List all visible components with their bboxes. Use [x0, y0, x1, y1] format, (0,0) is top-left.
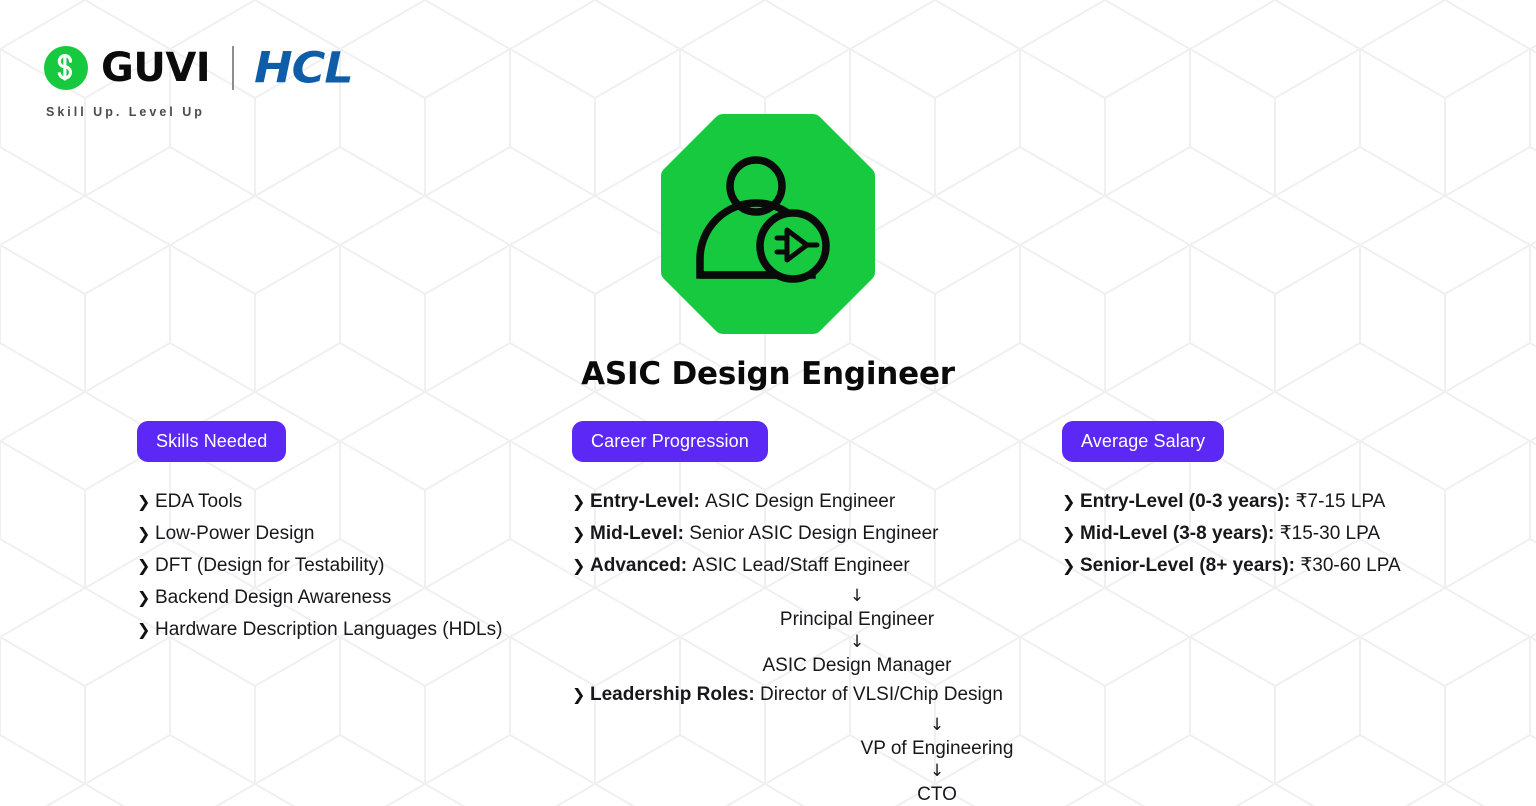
career-stage-value: ASIC Design Engineer: [705, 491, 896, 512]
skill-label: DFT (Design for Testability): [155, 555, 385, 576]
chevron-right-icon: ❯: [137, 492, 151, 511]
career-stage-label: Entry-Level:: [590, 491, 700, 512]
column-badge-skills: Skills Needed: [137, 421, 287, 462]
career-flow-node: Principal Engineer: [779, 609, 935, 630]
career-stage-entry: Entry-Level: ASIC Design Engineer: [590, 490, 895, 513]
career-stage-mid: Mid-Level: Senior ASIC Design Engineer: [590, 522, 939, 545]
career-stage-label: Leadership Roles:: [590, 684, 755, 705]
list-item: ❯ Low-Power Design: [137, 522, 557, 545]
chevron-right-icon: ❯: [1062, 556, 1076, 575]
hcl-wordmark: HCL: [254, 43, 354, 93]
columns-container: Skills Needed ❯ EDA Tools ❯ Low-Power De…: [0, 421, 1536, 806]
salary-row-senior: Senior-Level (8+ years): ₹30-60 LPA: [1080, 554, 1401, 577]
career-flow-advanced: ↓ Principal Engineer ↓ ASIC Design Manag…: [692, 586, 1022, 678]
list-item: ❯ Backend Design Awareness: [137, 586, 557, 609]
skill-label: EDA Tools: [155, 491, 243, 512]
list-item: ❯ EDA Tools: [137, 490, 557, 513]
list-item: ❯ Advanced: ASIC Lead/Staff Engineer: [572, 554, 1042, 577]
list-item: ❯ Senior-Level (8+ years): ₹30-60 LPA: [1062, 554, 1482, 577]
career-flow-leadership: ↓ VP of Engineering ↓ CTO: [772, 715, 1102, 806]
column-salary: Average Salary ❯ Entry-Level (0-3 years)…: [1062, 421, 1482, 586]
arrow-down-icon: ↓: [849, 632, 865, 652]
career-stage-value: Director of VLSI/Chip Design: [760, 684, 1003, 705]
brand-divider: [232, 46, 235, 90]
chevron-right-icon: ❯: [572, 492, 586, 511]
skills-list: ❯ EDA Tools ❯ Low-Power Design ❯ DFT (De…: [137, 490, 557, 641]
list-item: ❯ Hardware Description Languages (HDLs): [137, 618, 557, 641]
salary-list: ❯ Entry-Level (0-3 years): ₹7-15 LPA ❯ M…: [1062, 490, 1482, 577]
skill-label: Backend Design Awareness: [155, 587, 392, 608]
chevron-right-icon: ❯: [572, 685, 586, 704]
chevron-right-icon: ❯: [137, 620, 151, 639]
arrow-down-icon: ↓: [929, 761, 945, 781]
column-skills: Skills Needed ❯ EDA Tools ❯ Low-Power De…: [137, 421, 557, 650]
salary-row-entry: Entry-Level (0-3 years): ₹7-15 LPA: [1080, 490, 1385, 513]
page-title: ASIC Design Engineer: [581, 356, 955, 392]
salary-level-label: Senior-Level (8+ years):: [1080, 555, 1295, 576]
career-flow-node: CTO: [917, 784, 957, 805]
chevron-right-icon: ❯: [1062, 492, 1076, 511]
career-flow-node: ASIC Design Manager: [762, 655, 952, 676]
brand-logo-row: GUVI HCL: [44, 40, 354, 96]
arrow-down-icon: ↓: [849, 586, 865, 606]
career-stage-value: ASIC Lead/Staff Engineer: [692, 555, 910, 576]
asic-engineer-icon: [661, 114, 875, 334]
chevron-right-icon: ❯: [137, 524, 151, 543]
chevron-right-icon: ❯: [137, 588, 151, 607]
guvi-logo-icon: [44, 46, 88, 90]
list-item: ❯ Mid-Level (3-8 years): ₹15-30 LPA: [1062, 522, 1482, 545]
arrow-down-icon: ↓: [929, 715, 945, 735]
salary-range-value: ₹30-60 LPA: [1300, 555, 1401, 576]
salary-row-mid: Mid-Level (3-8 years): ₹15-30 LPA: [1080, 522, 1380, 545]
skill-label: Hardware Description Languages (HDLs): [155, 619, 503, 640]
list-item: ❯ Mid-Level: Senior ASIC Design Engineer: [572, 522, 1042, 545]
chevron-right-icon: ❯: [137, 556, 151, 575]
skill-label: Low-Power Design: [155, 523, 315, 544]
chevron-right-icon: ❯: [572, 524, 586, 543]
column-career: Career Progression ❯ Entry-Level: ASIC D…: [572, 421, 1042, 806]
career-stage-value: Senior ASIC Design Engineer: [689, 523, 939, 544]
column-badge-salary: Average Salary: [1062, 421, 1225, 462]
salary-range-value: ₹15-30 LPA: [1279, 523, 1381, 544]
hero-section: ASIC Design Engineer: [0, 112, 1536, 392]
salary-range-value: ₹7-15 LPA: [1295, 491, 1386, 512]
column-badge-career: Career Progression: [572, 421, 768, 462]
career-stage-advanced: Advanced: ASIC Lead/Staff Engineer: [590, 554, 910, 577]
list-item: ❯ Entry-Level (0-3 years): ₹7-15 LPA: [1062, 490, 1482, 513]
career-flow-node: VP of Engineering: [860, 738, 1014, 759]
list-item: ❯ Leadership Roles: Director of VLSI/Chi…: [572, 683, 1042, 706]
career-stage-label: Mid-Level:: [590, 523, 684, 544]
chevron-right-icon: ❯: [1062, 524, 1076, 543]
chevron-right-icon: ❯: [572, 556, 586, 575]
career-list: ❯ Entry-Level: ASIC Design Engineer ❯ Mi…: [572, 490, 1042, 806]
brand-bar: GUVI HCL Skill Up. Level Up: [44, 40, 354, 119]
hero-icon-badge: [659, 112, 877, 336]
salary-level-label: Entry-Level (0-3 years):: [1080, 491, 1291, 512]
guvi-wordmark: GUVI: [101, 45, 211, 91]
career-stage-label: Advanced:: [590, 555, 688, 576]
list-item: ❯ DFT (Design for Testability): [137, 554, 557, 577]
salary-level-label: Mid-Level (3-8 years):: [1080, 523, 1275, 544]
career-stage-leadership: Leadership Roles: Director of VLSI/Chip …: [590, 683, 1003, 706]
list-item: ❯ Entry-Level: ASIC Design Engineer: [572, 490, 1042, 513]
